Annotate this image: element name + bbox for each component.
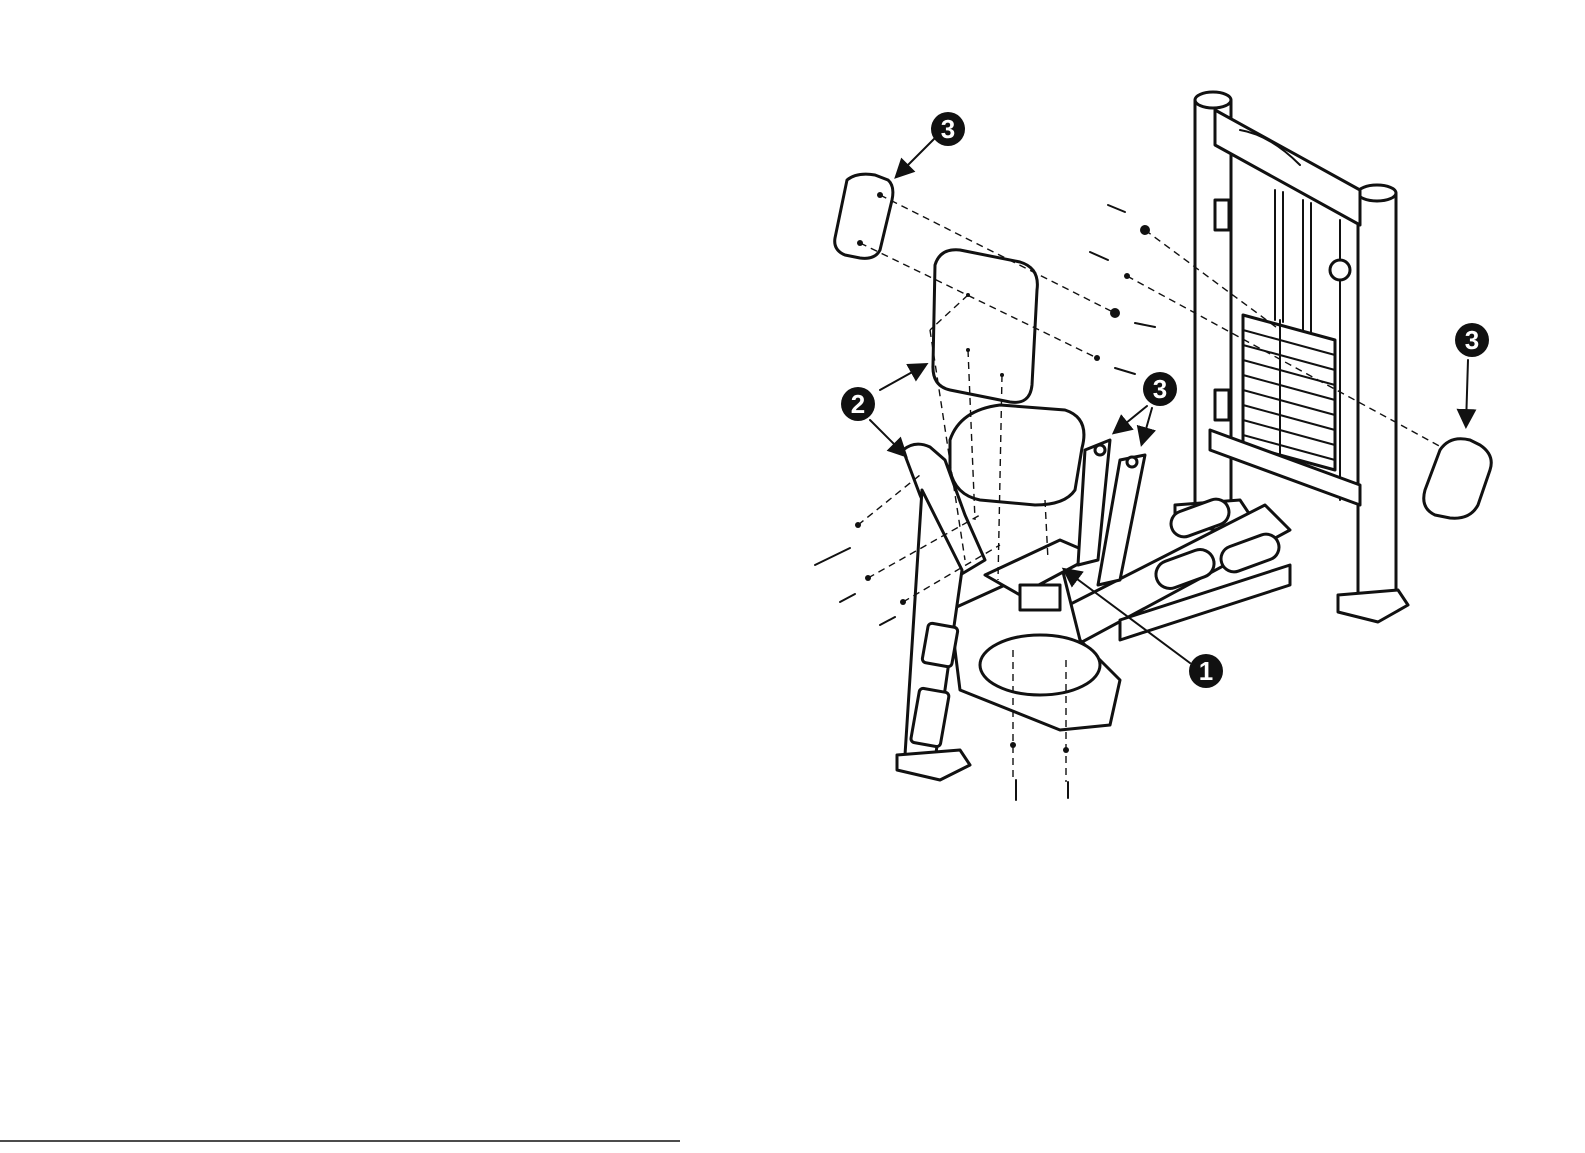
bolt (1094, 355, 1135, 374)
seat-assembly (933, 250, 1084, 505)
pad-right (1424, 439, 1492, 518)
svg-text:3: 3 (941, 114, 955, 144)
bolt (880, 599, 906, 625)
bolt (815, 522, 861, 565)
svg-text:3: 3 (1153, 374, 1167, 404)
pad-top-left (835, 174, 893, 258)
callout-3-mid: 3 (1143, 372, 1177, 406)
callout-1-bottom: 1 (1189, 654, 1223, 688)
bolt (1090, 252, 1130, 279)
callout-2-left: 2 (841, 387, 875, 421)
bolt (1110, 308, 1155, 327)
svg-text:1: 1 (1199, 656, 1213, 686)
callout-3-top-left: 3 (931, 112, 965, 146)
svg-text:3: 3 (1465, 325, 1479, 355)
callout-3-right: 3 (1455, 323, 1489, 357)
bolt (840, 575, 871, 602)
bolt (1108, 205, 1150, 235)
svg-text:2: 2 (851, 389, 865, 419)
